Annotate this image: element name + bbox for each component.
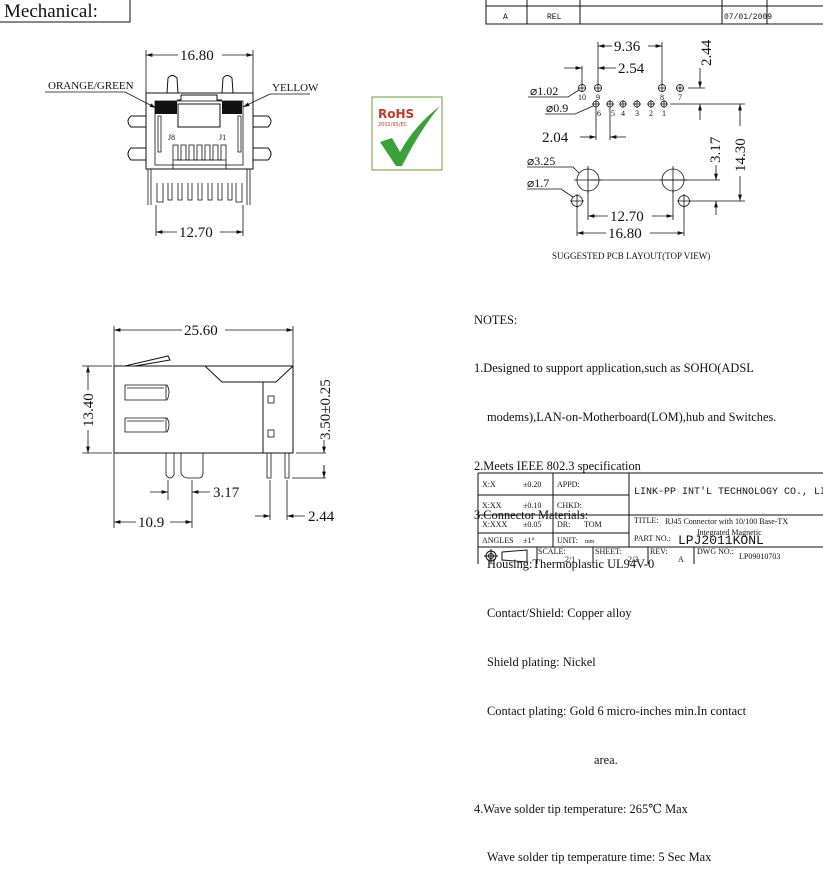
pcb-dim-2-04: 2.04 [542, 130, 569, 146]
pin-label: 3 [635, 109, 639, 118]
pcb-layout: 9.36 2.54 2.44 2.04 3.17 14.30 12.70 16.… [527, 39, 749, 261]
tol-value: ±0.10 [523, 501, 541, 510]
side-view: 25.60 13.40 3.50±0.25 3.17 10.9 2.44 [81, 323, 335, 531]
title-label: TITLE: [634, 516, 658, 525]
dr-value: TOM [584, 520, 602, 529]
rev-value: A [678, 555, 684, 564]
title-line-2: Integrated Magnetic [697, 528, 762, 537]
dwg-value: LP09010703 [739, 552, 780, 561]
side-dim-length: 25.60 [184, 323, 218, 339]
note-line: 2.Meets IEEE 802.3 specification [474, 459, 641, 474]
chkd-label: CHKD: [557, 501, 582, 510]
note-line: area. [594, 752, 618, 767]
title-block: X:X ±0.20 X:XX ±0.10 X:XXX ±0.05 ANGLES … [477, 472, 823, 564]
appd-label: APPD: [557, 480, 580, 489]
tol-label: X:X [482, 480, 496, 489]
projection-symbol-icon [484, 549, 528, 563]
front-pin-label-j8: J8 [168, 133, 175, 142]
side-dim-height: 13.40 [81, 393, 97, 427]
header-title: Mechanical: [4, 1, 98, 22]
pcb-dim-2-54: 2.54 [618, 61, 645, 77]
scale-value: 2/1 [565, 555, 575, 564]
pcb-dim-14-30: 14.30 [733, 138, 749, 172]
unit-value: mm [585, 539, 595, 545]
side-dim-pin-length: 3.50±0.25 [318, 379, 334, 440]
revision-desc: REL [547, 13, 562, 22]
note-line: Housing:Thermoplastic UL94V-0 [487, 557, 655, 572]
revision-table: A REL 07/01/2009 [485, 0, 823, 25]
rohs-logo: RoHS 2002/95/EC [371, 96, 443, 171]
note-line: 1.Designed to support application,such a… [474, 361, 754, 376]
pin-label: 4 [621, 109, 625, 118]
pin-label: 7 [678, 93, 682, 102]
part-number: LPJ2011KONL [678, 533, 764, 548]
rohs-sub: 2002/95/EC [378, 122, 408, 128]
side-dim-3-17: 3.17 [213, 485, 240, 501]
led-right-label: YELLOW [272, 82, 319, 94]
pin-label: 1 [662, 109, 666, 118]
pcb-dim-9-36: 9.36 [614, 39, 641, 55]
pin-label: 8 [660, 93, 664, 102]
pcb-hole-3-25: ⌀3.25 [527, 154, 555, 168]
pcb-caption: SUGGESTED PCB LAYOUT(TOP VIEW) [552, 251, 710, 261]
dwg-label: DWG NO.: [697, 547, 734, 556]
sheet-label: SHEET: [595, 547, 622, 556]
part-label: PART NO.: [634, 534, 671, 543]
note-line: 4.Wave solder tip temperature: 265℃ Max [474, 801, 688, 816]
pcb-dim-12-70: 12.70 [610, 209, 644, 225]
header-title-box: Mechanical: [0, 0, 131, 23]
front-pin-label-j1: J1 [219, 133, 226, 142]
pcb-hole-1-02: ⌀1.02 [530, 84, 558, 98]
scale-label: SCALE: [538, 547, 566, 556]
pcb-dim-3-17: 3.17 [708, 136, 724, 163]
title-line-1: RJ45 Connector with 10/100 Base-TX [665, 517, 788, 526]
sheet-value: 2/2 [628, 555, 638, 564]
pcb-hole-1-7: ⌀1.7 [527, 176, 549, 190]
pin-label: 9 [596, 93, 600, 102]
front-dim-pin-span: 12.70 [179, 225, 213, 241]
led-left-label: ORANGE/GREEN [48, 80, 134, 92]
note-line: Wave solder tip temperature time: 5 Sec … [487, 850, 712, 865]
notes-section: NOTES: 1.Designed to support application… [474, 279, 776, 882]
revision-date: 07/01/2009 [724, 13, 772, 22]
notes-title: NOTES: [474, 312, 518, 327]
note-line: Contact/Shield: Copper alloy [487, 605, 632, 620]
rev-label: REV: [650, 547, 668, 556]
front-dim-width: 16.80 [180, 48, 214, 64]
tol-value: ±1° [523, 536, 535, 545]
pin-label: 6 [597, 109, 601, 118]
note-line: Contact plating: Gold 6 micro-inches min… [487, 703, 747, 718]
tol-label: X:XXX [482, 520, 508, 529]
tol-value: ±0.05 [523, 520, 541, 529]
checkmark-icon [380, 106, 440, 166]
pcb-hole-0-9: ⌀0.9 [546, 101, 568, 115]
front-view: 16.80 J8 J1 12.70 ORANGE/GREEN YELLOW [45, 48, 319, 241]
tol-label: X:XX [482, 501, 502, 510]
revision-rev: A [503, 13, 508, 22]
tol-value: ±0.20 [523, 480, 541, 489]
drawing-sheet: Mechanical: A REL 07/01/2009 16.80 J8 J1 [0, 0, 823, 564]
side-dim-10-9: 10.9 [138, 515, 164, 531]
rohs-text: RoHS [378, 107, 414, 121]
company-name: LINK-PP INT'L TECHNOLOGY CO., LIMITED [634, 486, 823, 498]
unit-label: UNIT: [557, 536, 578, 545]
side-dim-2-44: 2.44 [308, 509, 335, 525]
pin-label: 10 [578, 93, 586, 102]
pcb-dim-16-80: 16.80 [608, 226, 642, 242]
pcb-dim-2-44: 2.44 [699, 39, 715, 66]
tol-label: ANGLES [482, 536, 514, 545]
dr-label: DR: [557, 520, 570, 529]
pin-label: 5 [611, 109, 615, 118]
note-line: modems),LAN-on-Motherboard(LOM),hub and … [487, 410, 777, 425]
note-line: Shield plating: Nickel [487, 654, 596, 669]
pin-label: 2 [649, 109, 653, 118]
note-line: 3.Connector Materials: [474, 508, 589, 523]
